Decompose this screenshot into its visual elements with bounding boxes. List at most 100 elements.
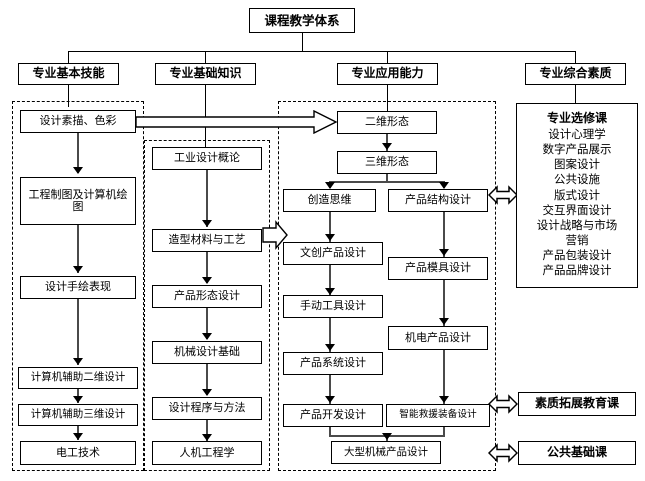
arrowhead-electromech: [439, 318, 449, 325]
arrowhead-large-machine: [382, 433, 392, 440]
node-hand-tool[interactable]: 手动工具设计: [283, 295, 383, 318]
hollow-arrow-sketch-to-form2d: [136, 110, 338, 134]
connector-handtool-to-system: [329, 318, 331, 352]
connector-bus-drop-4: [575, 51, 576, 63]
node-form-2d[interactable]: 二维形态: [337, 111, 437, 134]
arrowhead-electrotech: [73, 433, 83, 440]
elective-item: 公共设施: [554, 174, 600, 187]
elective-item: 产品品牌设计: [542, 265, 612, 278]
group-frame-basic-knowledge: [144, 140, 270, 471]
connector-handdrawing-to-cad2d: [77, 299, 79, 365]
node-cultural-prod[interactable]: 文创产品设计: [283, 242, 383, 265]
node-electrotech[interactable]: 电工技术: [20, 441, 136, 465]
connector-form3d-split: [329, 181, 445, 183]
electives-header: 专业选修课: [546, 111, 607, 125]
node-product-form[interactable]: 产品形态设计: [152, 285, 262, 308]
elective-item: 数字产品展示: [542, 144, 612, 156]
connector-engdrawing-to-handdrawing: [77, 225, 79, 273]
node-category-basic-knowledge[interactable]: 专业基础知识: [155, 63, 256, 85]
node-product-dev[interactable]: 产品开发设计: [283, 404, 383, 427]
connector-materials-to-productform: [206, 252, 208, 283]
node-form-3d[interactable]: 三维形态: [337, 151, 437, 174]
connector-designmethod-to-ergonomics: [206, 420, 208, 441]
node-intro-id[interactable]: 工业设计概论: [152, 147, 262, 170]
arrowhead-product-system: [325, 344, 335, 351]
arrowhead-creative-think: [325, 182, 335, 189]
connector-struct-to-mold: [443, 212, 445, 258]
connector-cat2-stem: [205, 85, 206, 147]
node-cad-2d[interactable]: 计算机辅助二维设计: [18, 367, 138, 389]
arrowhead-cultural-prod: [325, 234, 335, 241]
connector-rescue-merge-drop: [443, 427, 445, 436]
connector-dev-merge-drop: [329, 427, 331, 436]
group-frame-basic-skills: [12, 101, 144, 471]
connector-cultural-to-handtool: [329, 265, 331, 296]
node-public-base[interactable]: 公共基础课: [518, 441, 636, 465]
node-eng-drawing[interactable]: 工程制图及计算机绘图: [20, 177, 136, 225]
arrowhead-productform: [202, 277, 212, 284]
elective-item: 图案设计: [554, 159, 600, 172]
arrowhead-form3d: [382, 143, 392, 150]
connector-form3d-stem: [386, 174, 388, 182]
node-electives-list[interactable]: 专业选修课 设计心理学 数字产品展示 图案设计 公共设施 版式设计 交互界面设计…: [516, 103, 638, 288]
elective-item: 设计心理学: [548, 128, 606, 141]
hollow-double-arrow-public-base: [488, 441, 518, 465]
connector-electromech-to-rescue: [443, 350, 445, 404]
node-large-machine[interactable]: 大型机械产品设计: [331, 441, 441, 464]
node-product-struct[interactable]: 产品结构设计: [388, 189, 488, 212]
node-rescue-equip[interactable]: 智能救援装备设计: [386, 404, 490, 427]
node-creative-think[interactable]: 创造思维: [283, 189, 376, 212]
connector-productform-to-mechdesign: [206, 308, 208, 339]
node-materials[interactable]: 造型材料与工艺: [152, 229, 262, 252]
connector-introid-to-materials: [206, 170, 208, 227]
arrowhead-ergonomics: [202, 434, 212, 441]
connector-sketch-to-engdrawing: [77, 133, 79, 173]
connector-root-stem: [302, 33, 303, 51]
node-quality-edu[interactable]: 素质拓展教育课: [518, 392, 636, 416]
node-hand-drawing[interactable]: 设计手绘表现: [20, 276, 136, 299]
node-cad-3d[interactable]: 计算机辅助三维设计: [18, 404, 138, 426]
arrowhead-cad3d: [73, 396, 83, 403]
arrowhead-designmethod: [202, 389, 212, 396]
node-product-system[interactable]: 产品系统设计: [283, 352, 383, 375]
hollow-double-arrow-applied-electives: [488, 183, 518, 207]
arrowhead-cad2d: [73, 358, 83, 365]
connector-mold-to-electromech: [443, 280, 445, 327]
node-ergonomics[interactable]: 人机工程学: [152, 441, 262, 465]
elective-item: 版式设计: [554, 189, 600, 202]
arrowhead-product-dev: [325, 396, 335, 403]
connector-bus-drop-2: [205, 51, 206, 63]
connector-cat3-stem: [387, 85, 388, 111]
connector-cat1-stem: [68, 85, 69, 107]
connector-bus-drop-3: [387, 51, 388, 63]
connector-bus-drop-1: [68, 51, 69, 63]
hollow-double-arrow-quality-edu: [488, 392, 518, 416]
node-sketch-color[interactable]: 设计素描、色彩: [20, 110, 136, 133]
elective-item: 营销: [565, 235, 589, 248]
connector-form2d-to-form3d: [386, 134, 388, 151]
node-design-method[interactable]: 设计程序与方法: [152, 397, 262, 420]
elective-item: 设计战略与市场: [536, 219, 618, 232]
node-root[interactable]: 课程教学体系: [249, 8, 355, 33]
hollow-arrow-materials-to-cultural: [262, 220, 288, 250]
node-category-comprehensive[interactable]: 专业综合素质: [525, 63, 626, 85]
arrowhead-mechdesign: [202, 333, 212, 340]
arrowhead-engdrawing: [73, 167, 83, 174]
arrowhead-hand-tool: [325, 288, 335, 295]
connector-creative-to-cultural: [329, 212, 331, 243]
node-category-applied-ability[interactable]: 专业应用能力: [337, 63, 438, 85]
arrowhead-rescue-equip: [439, 396, 449, 403]
connector-category-bus: [68, 51, 575, 52]
node-category-basic-skills[interactable]: 专业基本技能: [18, 63, 119, 85]
elective-item: 交互界面设计: [542, 204, 612, 217]
connector-cat4-stem: [575, 85, 576, 103]
connector-system-to-dev: [329, 375, 331, 404]
node-electromech[interactable]: 机电产品设计: [388, 326, 488, 350]
node-product-mold[interactable]: 产品模具设计: [388, 257, 488, 280]
connector-mechdesign-to-designmethod: [206, 364, 208, 395]
node-mech-design[interactable]: 机械设计基础: [152, 341, 262, 364]
arrowhead-product-mold: [439, 249, 449, 256]
elective-item: 产品包装设计: [542, 250, 612, 263]
arrowhead-product-struct: [439, 182, 449, 189]
